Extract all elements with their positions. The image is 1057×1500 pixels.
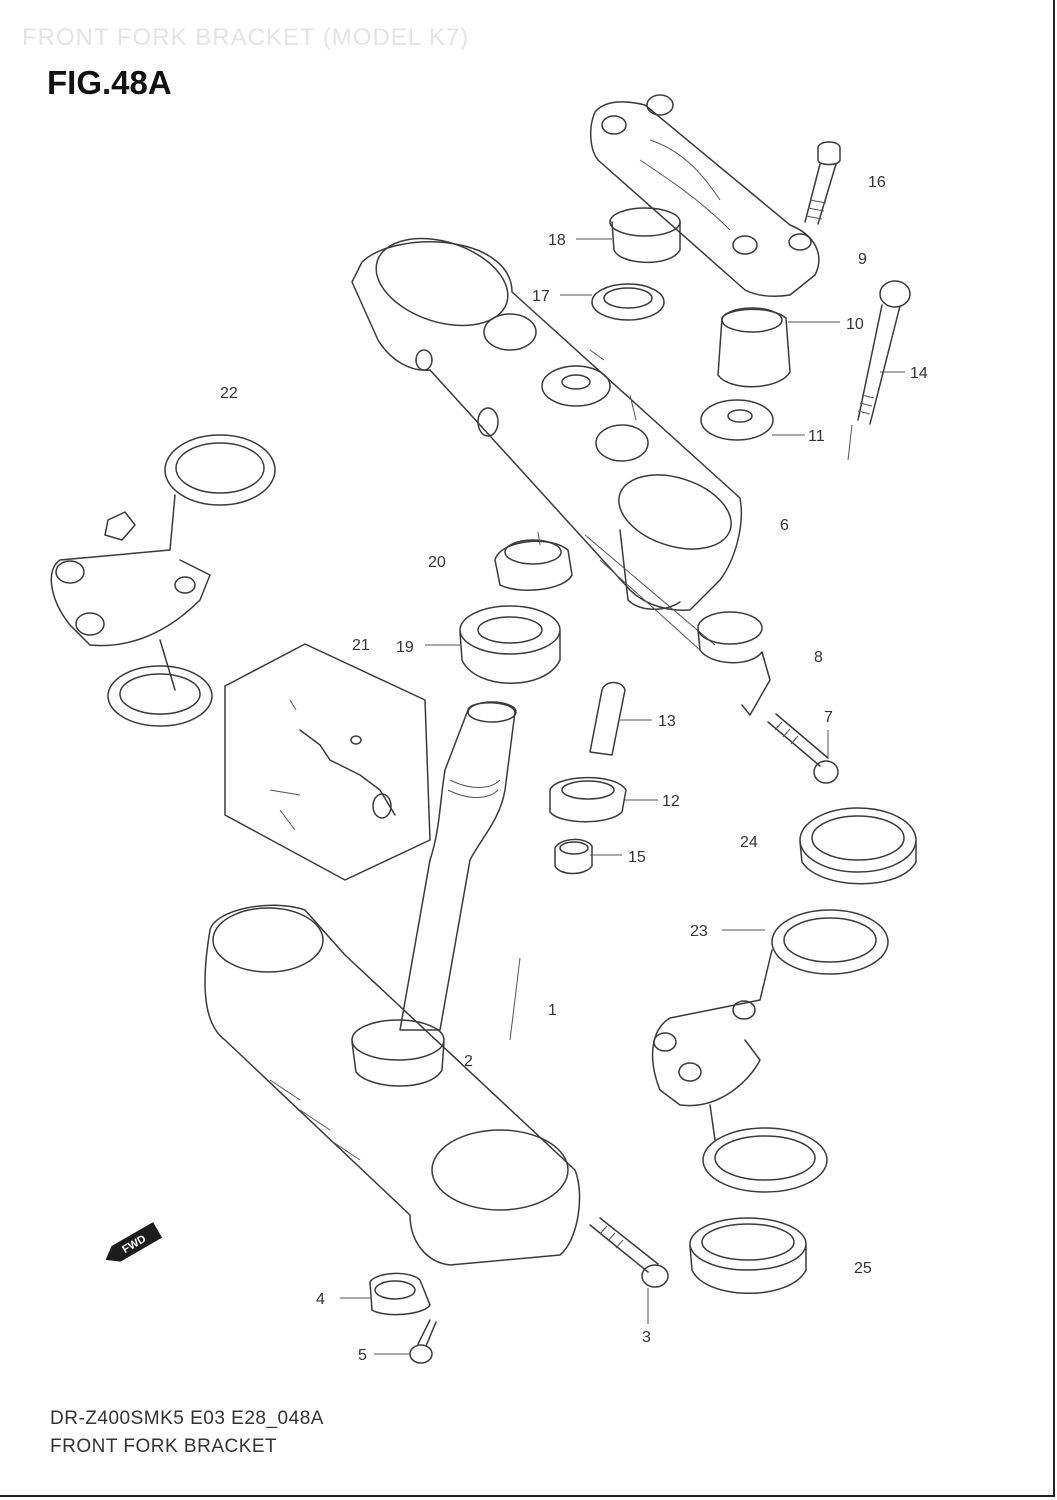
callout-15: 15	[628, 849, 646, 866]
washer-11	[700, 399, 774, 441]
washer-17	[591, 283, 665, 321]
callout-22: 22	[220, 385, 238, 402]
steering-stem-1	[399, 701, 521, 1041]
pin-13	[589, 681, 626, 756]
bolt-5	[409, 1319, 437, 1364]
cushion-10	[717, 307, 791, 388]
callout-2: 2	[464, 1053, 473, 1070]
bolt-16	[804, 141, 841, 225]
callout-11: 11	[808, 428, 825, 445]
collar-12	[549, 776, 627, 823]
seal-24	[799, 807, 917, 885]
footer-model-code: DR-Z400SMK5 E03 E28_048A	[50, 1408, 324, 1429]
callout-1: 1	[548, 1002, 557, 1019]
callout-5: 5	[358, 1347, 367, 1364]
bearing-2	[351, 1019, 445, 1087]
callout-13: 13	[658, 713, 676, 730]
callout-21: 21	[352, 637, 370, 654]
callout-16: 16	[868, 174, 886, 191]
washer-upper	[541, 365, 611, 407]
bearing-19	[459, 605, 561, 684]
callout-25: 25	[854, 1260, 872, 1277]
upper-bracket-part	[351, 237, 743, 651]
callout-leaders	[340, 238, 905, 1355]
callout-17: 17	[532, 288, 550, 305]
callout-numbers: 1 2 3 4 5 6 7 8 9 10 11 12 13 14 15 16 1…	[220, 174, 928, 1364]
callout-12: 12	[662, 793, 680, 810]
callout-20: 20	[428, 554, 446, 571]
footer-part-name: FRONT FORK BRACKET	[50, 1436, 278, 1457]
holder-cap-18	[609, 207, 681, 264]
figure-label: FIG.48A	[47, 64, 172, 101]
lower-bracket-part	[204, 904, 581, 1266]
callout-19: 19	[396, 639, 414, 656]
lamp-bracket-22	[50, 434, 276, 727]
faded-title: FRONT FORK BRACKET (MODEL K7)	[22, 24, 470, 51]
seal-25	[689, 1217, 807, 1294]
callout-24: 24	[740, 834, 758, 851]
callout-18: 18	[548, 232, 566, 249]
callout-4: 4	[316, 1291, 325, 1308]
callout-10: 10	[846, 316, 864, 333]
stem-nut-20	[494, 531, 573, 591]
callout-3: 3	[642, 1329, 651, 1346]
bracket-8	[697, 611, 771, 716]
bolt-7	[767, 713, 839, 784]
callout-6: 6	[780, 517, 789, 534]
callout-23: 23	[690, 923, 708, 940]
callout-14: 14	[910, 365, 928, 382]
callout-7: 7	[824, 709, 833, 726]
handlebar-holder-part	[590, 94, 820, 297]
nut-15	[554, 838, 593, 875]
callout-8: 8	[814, 649, 823, 666]
clamp-4	[369, 1272, 431, 1316]
lamp-bracket-23	[651, 909, 889, 1193]
bolt-14	[847, 280, 911, 461]
bolt-3	[589, 1217, 669, 1288]
fwd-direction-badge: FWD	[105, 1222, 163, 1262]
inset-21	[224, 643, 431, 881]
callout-9: 9	[858, 251, 867, 268]
